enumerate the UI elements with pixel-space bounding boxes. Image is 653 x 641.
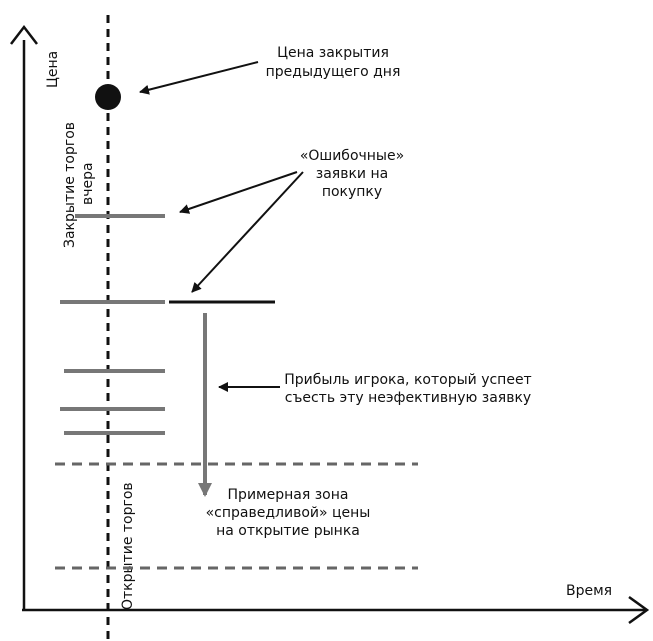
x-axis-label: Время [566,583,612,599]
erroneous-text-line1: «Ошибочные» [300,148,404,164]
prev-close-arrow [139,61,259,95]
profit-annotation: Прибыль игрока, который успеет съесть эт… [284,372,531,406]
prev-close-text-line1: Цена закрытия [277,45,389,61]
yesterday-close-label-line1: Закрытие торгов [62,122,78,248]
profit-text-line2: съесть эту неэфективную заявку [285,390,531,406]
fair-zone-text-line3: на открытие рынка [216,523,360,539]
erroneous-arrow-1 [179,171,298,214]
prev-close-annotation: Цена закрытия предыдущего дня [266,45,401,80]
fair-zone-annotation: Примерная зона «справедливой» цены на от… [206,487,371,539]
previous-close-price-dot [95,84,121,110]
fair-zone-text-line2: «справедливой» цены [206,505,371,521]
erroneous-orders-annotation: «Ошибочные» заявки на покупку [300,148,404,200]
y-axis-label: Цена [45,51,61,88]
erroneous-arrow-2 [191,171,304,293]
x-axis [22,595,650,625]
y-axis [10,24,38,610]
profit-text-line1: Прибыль игрока, который успеет [284,372,531,388]
erroneous-text-line3: покупку [322,184,382,200]
market-open-label: Открытие торгов [120,482,136,610]
yesterday-close-label-line2: вчера [80,162,96,205]
prev-close-text-line2: предыдущего дня [266,64,401,80]
erroneous-text-line2: заявки на [316,166,388,182]
fair-zone-text-line1: Примерная зона [228,487,349,503]
